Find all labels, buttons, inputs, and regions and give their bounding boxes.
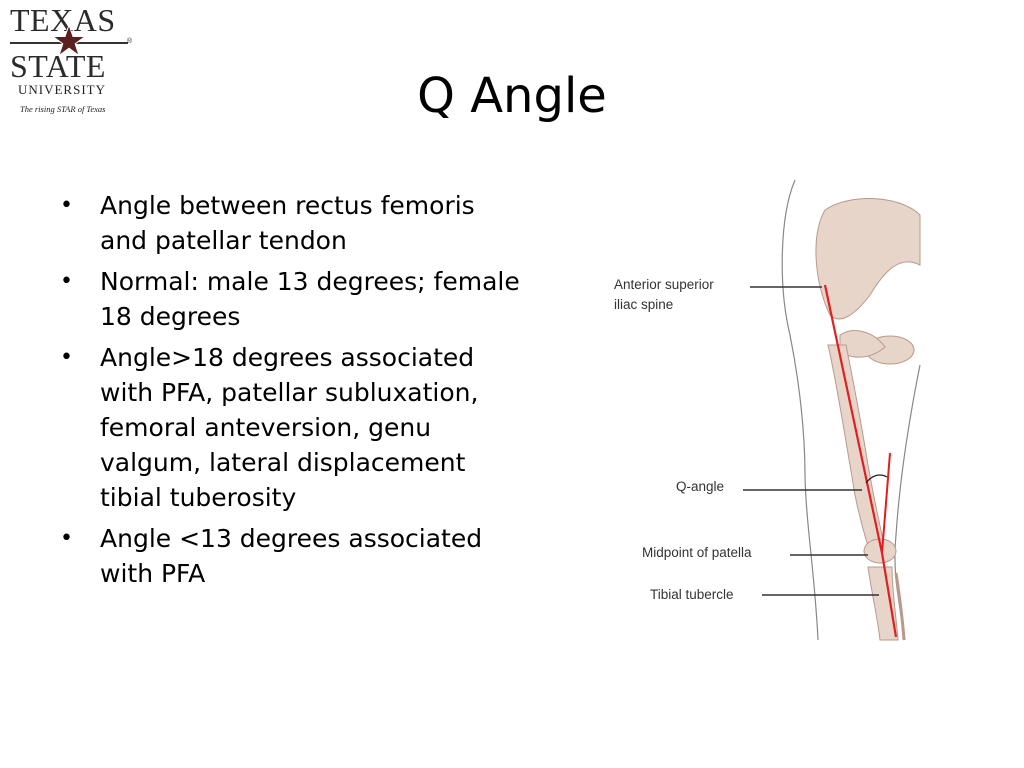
bullet-text: Angle>18 degrees associated with PFA, pa… [100, 343, 479, 512]
q-angle-diagram: Anterior superior iliac spine Q-angle Mi… [614, 179, 921, 641]
slide-title: Q Angle [417, 68, 607, 124]
bullet-list: • Angle between rectus femoris and patell… [60, 188, 520, 597]
logo-tagline: The rising STAR of Texas [20, 104, 106, 114]
bullet-item: • Angle between rectus femoris and patell… [60, 188, 520, 258]
logo-registered: ® [127, 38, 133, 45]
q-angle-arc [865, 474, 888, 484]
bullet-item: • Angle>18 degrees associated with PFA, p… [60, 340, 520, 515]
label-patella: Midpoint of patella [642, 545, 752, 560]
patellar-tendon-line [881, 452, 891, 554]
logo-university: UNIVERSITY [18, 82, 106, 97]
bullet-text: Angle <13 degrees associated with PFA [100, 524, 483, 588]
fibula-bone [894, 572, 906, 641]
bullet-dot-icon: • [60, 193, 73, 218]
bullet-item: • Normal: male 13 degrees; female 18 degr… [60, 264, 520, 334]
label-q-angle: Q-angle [676, 479, 724, 494]
pelvis-bone [815, 198, 921, 320]
tibia-bone [867, 566, 899, 641]
texas-state-logo: TEXAS ® STATE UNIVERSITY The rising STAR… [8, 4, 134, 122]
bullet-dot-icon: • [60, 345, 73, 370]
label-asis-line2: iliac spine [614, 297, 673, 312]
bullet-dot-icon: • [60, 269, 73, 294]
quadriceps-line [823, 284, 884, 554]
bullet-item: • Angle <13 degrees associated with PFA [60, 521, 520, 591]
femur-bone [827, 344, 887, 554]
logo-state: STATE [10, 48, 106, 84]
bullet-dot-icon: • [60, 526, 73, 551]
star-icon [52, 24, 86, 57]
bullet-text: Angle between rectus femoris and patella… [100, 191, 475, 255]
logo-texas: TEXAS [10, 2, 116, 38]
leg-outline [781, 179, 819, 641]
bullet-text: Normal: male 13 degrees; female 18 degre… [100, 267, 520, 331]
label-tibial: Tibial tubercle [650, 587, 734, 602]
tibial-line [880, 552, 898, 638]
label-asis-line1: Anterior superior [614, 277, 714, 292]
